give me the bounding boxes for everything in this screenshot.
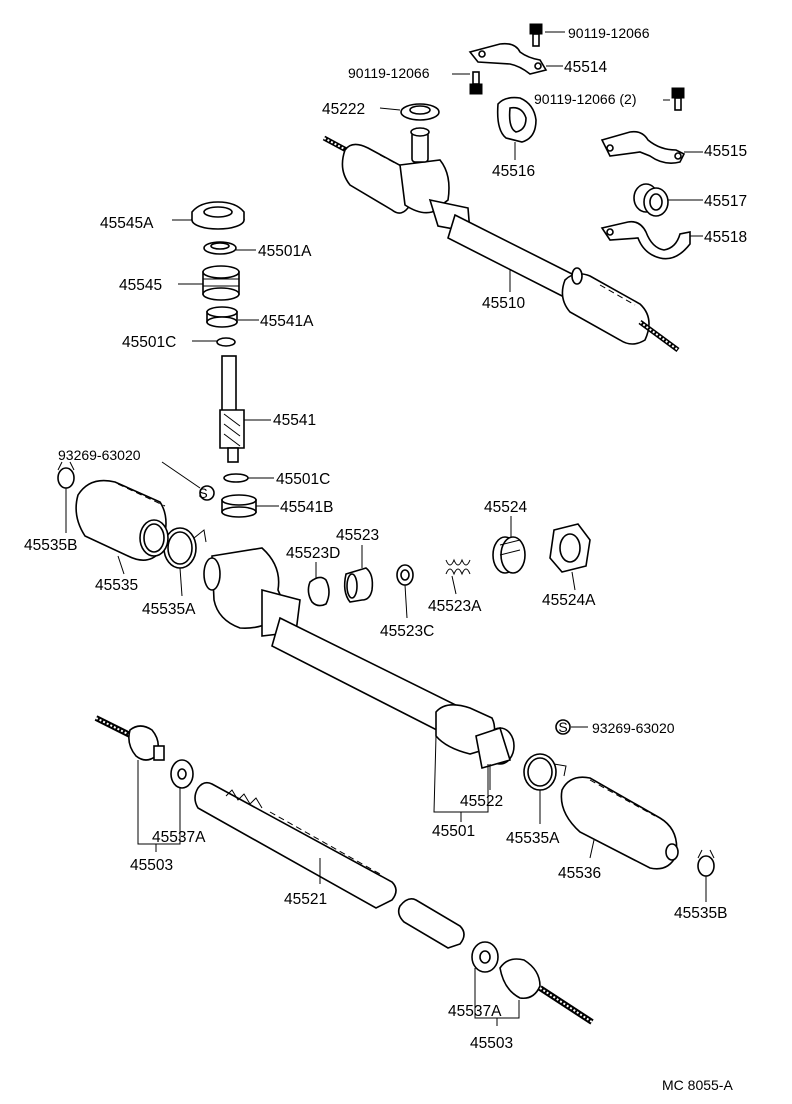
- label-45524: 45524: [484, 499, 527, 516]
- label-90119-mid: 90119-12066: [348, 65, 430, 81]
- label-45514: 45514: [564, 59, 607, 76]
- part-45535B-clip-left: [57, 461, 75, 489]
- part-45501A-seal: [203, 241, 237, 255]
- label-45517: 45517: [704, 193, 747, 210]
- label-45545A: 45545A: [100, 215, 154, 232]
- label-45541: 45541: [273, 412, 316, 429]
- s-symbol-bottom-icon: [555, 719, 571, 735]
- label-45537A-left: 45537A: [152, 829, 206, 846]
- label-45541B: 45541B: [280, 499, 333, 516]
- label-90119-top: 90119-12066: [568, 25, 650, 41]
- catalog-code: MC 8055-A: [662, 1077, 733, 1093]
- rack-housing-upper: [322, 127, 680, 353]
- part-45523A-spring: [445, 558, 471, 576]
- label-45501C-b: 45501C: [276, 471, 330, 488]
- bolt-top-icon: [529, 23, 543, 47]
- label-45521: 45521: [284, 891, 327, 908]
- part-45541B-bearing: [221, 494, 257, 518]
- part-45523-guide: [343, 567, 374, 603]
- s-symbol-top-icon: [199, 485, 215, 501]
- part-45517-bushing: [633, 183, 669, 217]
- part-45501C-ring-b: [223, 473, 249, 483]
- label-45501C: 45501C: [122, 334, 176, 351]
- part-45503-tie-rod-left: [94, 715, 165, 761]
- label-45518: 45518: [704, 229, 747, 246]
- part-45535-boot-ring: [139, 519, 169, 557]
- label-45501A: 45501A: [258, 243, 312, 260]
- label-45522: 45522: [460, 793, 503, 810]
- label-45535B-left: 45535B: [24, 537, 77, 554]
- label-45503-left: 45503: [130, 857, 173, 874]
- part-45501C-ring: [216, 337, 236, 347]
- bolt-mid-icon: [469, 71, 483, 95]
- part-45537A-washer-left: [170, 759, 194, 789]
- part-45537A-washer-right: [471, 941, 499, 973]
- s-symbol-top-text: S: [198, 485, 207, 501]
- rack-housing-lower: [203, 547, 515, 770]
- part-45222-cap: [379, 103, 440, 121]
- label-45510: 45510: [482, 295, 525, 312]
- part-45541A-bearing: [206, 306, 238, 328]
- leader-lines: [65, 31, 707, 1026]
- part-45535A-clamp-left: [163, 527, 207, 569]
- part-45535A-clamp-right: [523, 753, 567, 791]
- label-45523C: 45523C: [380, 623, 434, 640]
- label-45535A-right: 45535A: [506, 830, 560, 847]
- label-45523: 45523: [336, 527, 379, 544]
- label-45501: 45501: [432, 823, 475, 840]
- label-45524A: 45524A: [542, 592, 596, 609]
- label-45503-right: 45503: [470, 1035, 513, 1052]
- label-93269-top: 93269-63020: [58, 447, 141, 463]
- part-45541-pinion: [219, 355, 245, 463]
- part-45524-cap: [492, 536, 526, 574]
- part-45524A-locknut: [549, 523, 591, 573]
- s-symbol-bottom-text: S: [558, 719, 567, 735]
- label-45523D: 45523D: [286, 545, 340, 562]
- label-90119-right: 90119-12066 (2): [534, 91, 636, 107]
- part-45516-bushing: [496, 96, 537, 143]
- part-45515-bracket: [600, 130, 686, 164]
- label-45222: 45222: [322, 101, 365, 118]
- part-45545-plug: [202, 265, 240, 301]
- part-45523D-shim: [307, 576, 330, 607]
- part-45536-boot: [560, 776, 679, 870]
- label-45523A: 45523A: [428, 598, 482, 615]
- part-45514-bracket: [468, 42, 548, 75]
- part-45523C-washer: [396, 564, 414, 586]
- label-45535A-left: 45535A: [142, 601, 196, 618]
- label-45535B-right: 45535B: [674, 905, 727, 922]
- label-45537A-right: 45537A: [448, 1003, 502, 1020]
- label-45535: 45535: [95, 577, 138, 594]
- part-45535B-clip-right: [697, 849, 715, 877]
- part-45521-rack: [194, 781, 465, 949]
- part-labels: 90119-12066 45514 90119-12066 90119-1206…: [24, 25, 747, 1093]
- label-45541A: 45541A: [260, 313, 314, 330]
- part-45518-bracket: [600, 220, 691, 260]
- part-45545A-locknut: [191, 201, 245, 230]
- label-45545: 45545: [119, 277, 162, 294]
- label-45516: 45516: [492, 163, 535, 180]
- part-45503-tie-rod-right: [499, 958, 594, 1025]
- label-45515: 45515: [704, 143, 747, 160]
- label-93269-bottom: 93269-63020: [592, 720, 675, 736]
- bolt-right-icon: [671, 87, 685, 111]
- label-45536: 45536: [558, 865, 601, 882]
